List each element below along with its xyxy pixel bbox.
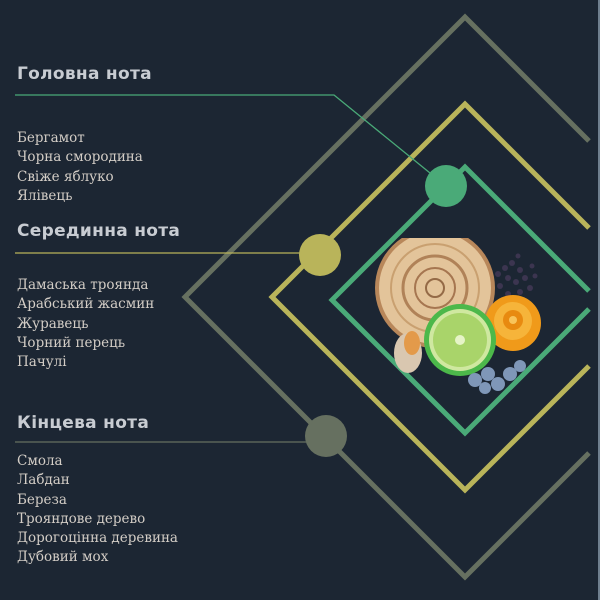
base-note-node (305, 415, 347, 457)
base-note-title: Кінцева нота (17, 413, 150, 433)
list-item: Чорна смородина (17, 149, 143, 166)
birch-bark-icon (394, 331, 422, 373)
list-item: Дамаська троянда (17, 277, 149, 293)
list-item: Свіже яблуко (17, 168, 114, 185)
middle-note-list: Дамаська троянда Арабський жасмин Жураве… (17, 276, 154, 372)
middle-note-title: Серединна нота (17, 221, 181, 241)
black-pepper-icon (495, 253, 538, 297)
top-note-diamond (328, 163, 591, 437)
middle-note-diamond (268, 100, 591, 494)
right-edge-border (598, 0, 600, 600)
juniper-berries-icon (468, 360, 526, 394)
top-note-title: Головна нота (17, 64, 152, 84)
list-item: Журавець (17, 315, 89, 332)
top-note-node (425, 165, 467, 207)
base-note-list: Смола Лабдан Береза Трояндове дерево Дор… (17, 452, 178, 568)
top-note-list: Бергамот Чорна смородина Свіже яблуко Ял… (17, 129, 143, 206)
list-item: Трояндове дерево (17, 510, 146, 527)
middle-note-node (299, 234, 341, 276)
list-item: Арабський жасмин (17, 296, 155, 313)
list-item: Дубовий мох (17, 549, 109, 566)
list-item: Дорогоцінна деревина (17, 530, 178, 547)
list-item: Пачулі (17, 354, 67, 371)
top-note-connector (15, 94, 447, 187)
rose-icon (485, 295, 541, 351)
list-item: Береза (17, 491, 67, 508)
bergamot-icon (424, 304, 496, 376)
list-item: Чорний перець (17, 334, 126, 351)
list-item: Лабдан (17, 472, 70, 489)
list-item: Смола (17, 453, 63, 469)
list-item: Бергамот (17, 130, 85, 146)
base-note-diamond (181, 13, 591, 581)
list-item: Ялівець (17, 187, 73, 204)
ingredients-illustration (375, 238, 541, 394)
